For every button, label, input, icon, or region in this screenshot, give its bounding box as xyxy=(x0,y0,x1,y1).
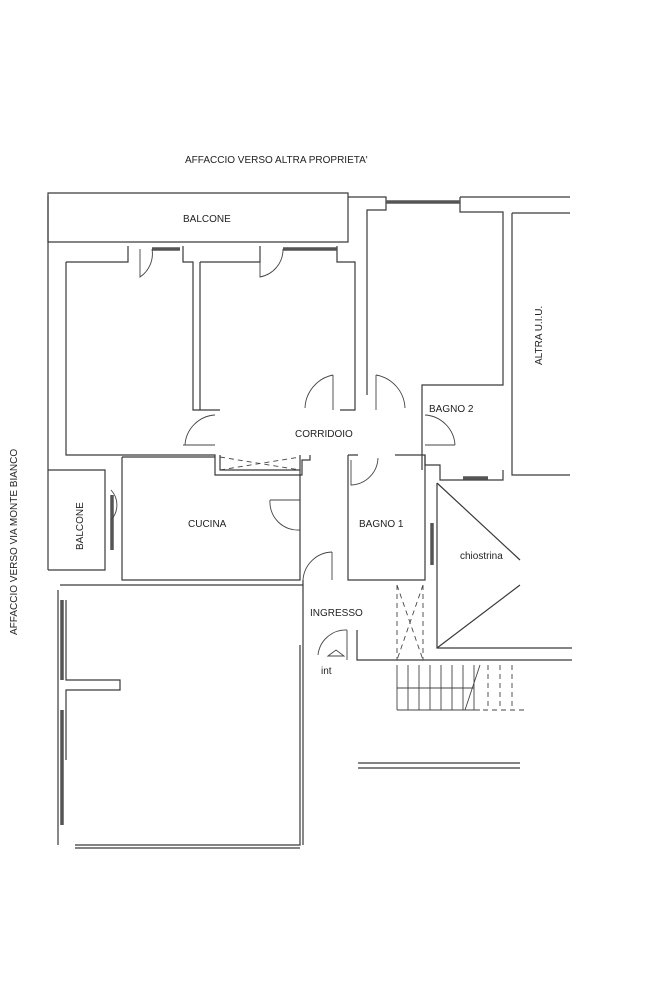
stairs xyxy=(396,664,525,711)
doors xyxy=(110,248,456,660)
room-label-balcone-top: BALCONE xyxy=(183,214,231,225)
title-left: AFFACCIO VERSO VIA MONTE BIANCO xyxy=(9,449,20,635)
label-altra-uiu: ALTRA U.I.U. xyxy=(534,306,545,365)
room-label-ingresso: INGRESSO xyxy=(310,608,363,619)
room-label-bagno2: BAGNO 2 xyxy=(429,404,474,415)
room-label-bagno1: BAGNO 1 xyxy=(359,519,404,530)
room-label-corridoio: CORRIDOIO xyxy=(295,429,353,440)
entrance-label: int xyxy=(321,666,332,677)
room-label-cucina: CUCINA xyxy=(188,519,227,530)
walls xyxy=(47,192,572,849)
room-label-balcone-left: BALCONE xyxy=(75,502,86,550)
title-top: AFFACCIO VERSO ALTRA PROPRIETA' xyxy=(185,155,368,166)
room-label-chiostrina: chiostrina xyxy=(460,551,503,562)
